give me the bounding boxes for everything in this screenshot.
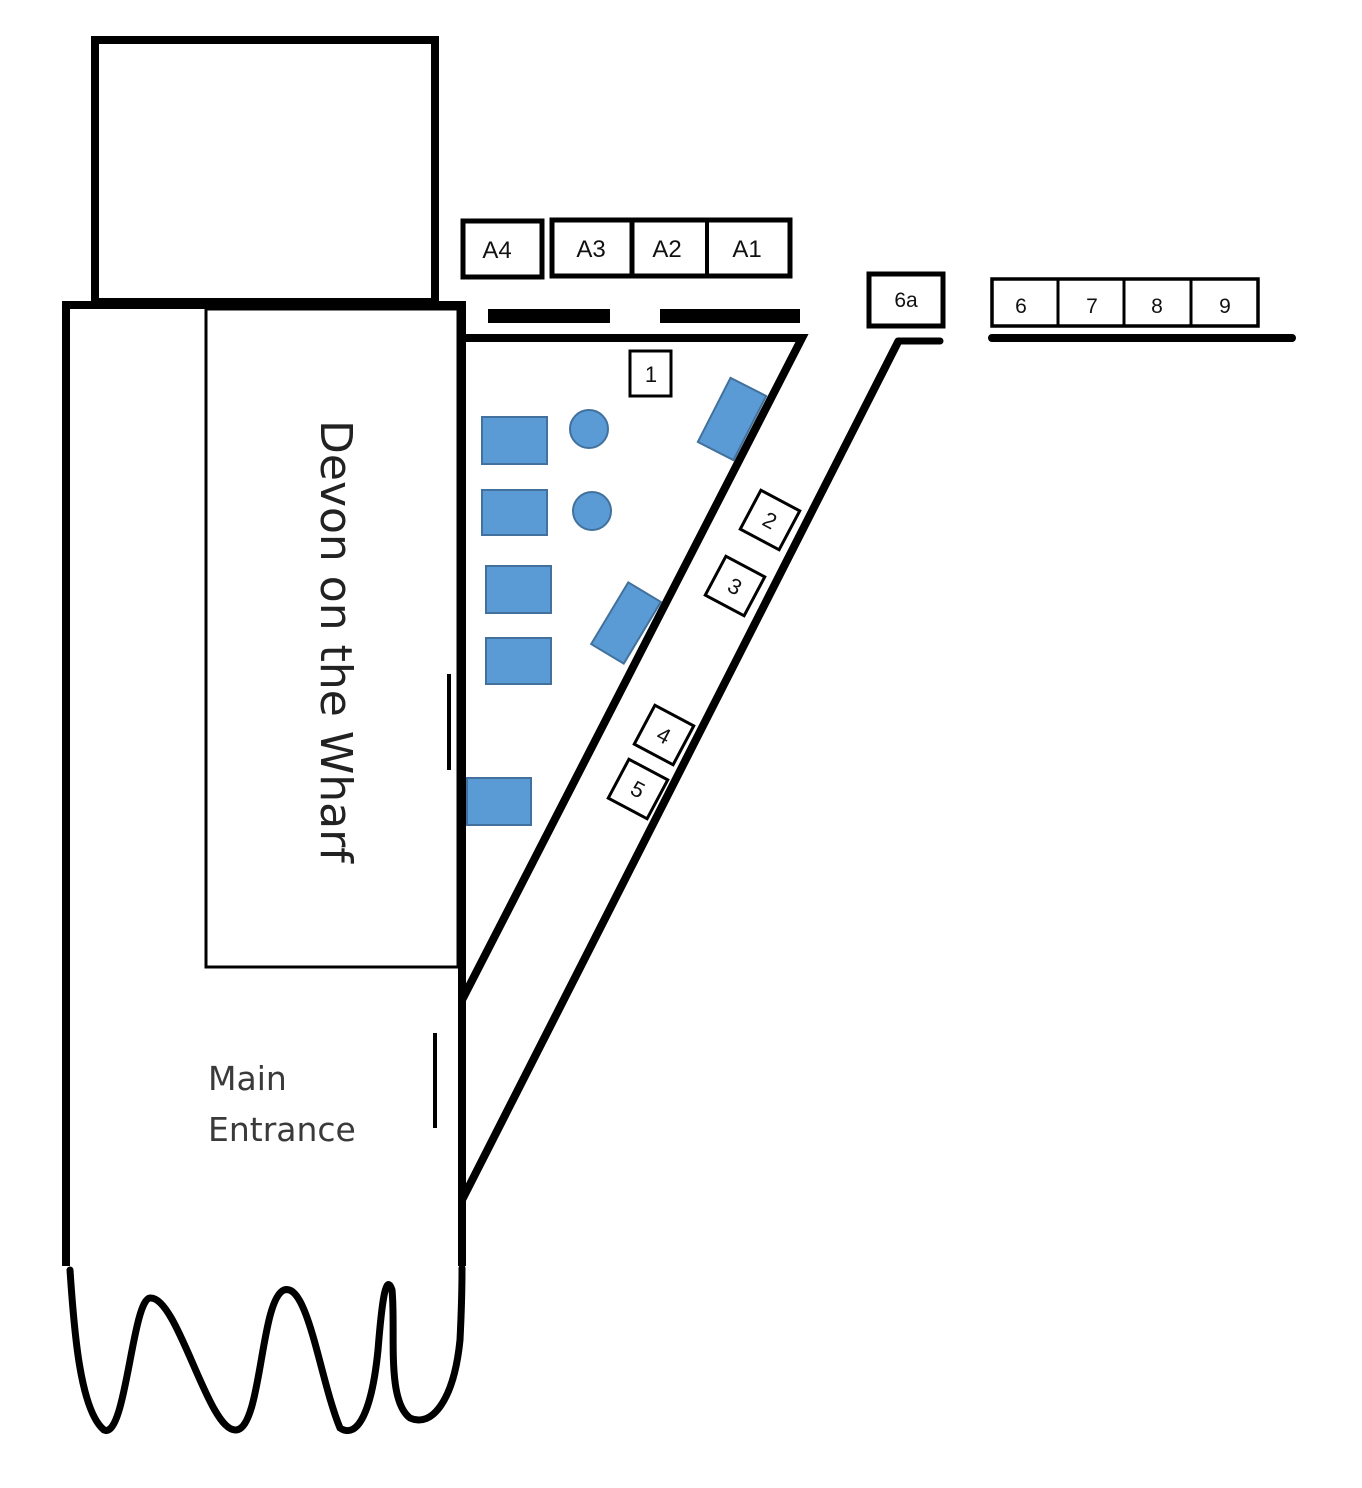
stall-1: 1 xyxy=(628,349,673,398)
stall-a4-label: A4 xyxy=(482,237,511,264)
stall-6-label: 6 xyxy=(1015,295,1027,318)
bench xyxy=(589,580,663,666)
entrance-label-line1: Main xyxy=(208,1059,287,1098)
table xyxy=(485,565,552,614)
stall-8-label: 8 xyxy=(1151,295,1163,318)
stall-row-6-9: 6 7 8 9 xyxy=(990,277,1260,328)
stall-5: 5 xyxy=(606,757,670,821)
round-table xyxy=(569,409,609,449)
stall-2: 2 xyxy=(738,488,802,552)
stall-3: 3 xyxy=(703,554,767,618)
rear-annex xyxy=(91,36,439,306)
stall-a3-label: A3 xyxy=(576,236,605,263)
table xyxy=(481,416,548,465)
stall-a2-label: A2 xyxy=(652,236,681,263)
bench xyxy=(696,376,768,462)
round-table xyxy=(572,491,612,531)
stall-a1-label: A1 xyxy=(732,236,761,263)
stall-4: 4 xyxy=(632,703,696,767)
stall-6a-label: 6a xyxy=(894,289,918,312)
courtyard-triangle xyxy=(458,334,809,1004)
stall-1-label: 1 xyxy=(645,362,657,387)
wavy-edge xyxy=(66,1264,466,1434)
entrance-label-line2: Entrance xyxy=(208,1110,356,1149)
stall-7-label: 7 xyxy=(1086,295,1098,318)
stall-9-label: 9 xyxy=(1219,295,1231,318)
building xyxy=(62,36,466,1434)
devon-on-the-wharf-room xyxy=(204,307,460,969)
table xyxy=(481,489,548,536)
stall-group-a: A3 A2 A1 xyxy=(549,217,793,279)
courtyard-furniture xyxy=(466,376,768,826)
stall-a4: A4 xyxy=(460,218,545,280)
stall-6a: 6a xyxy=(866,271,946,329)
building-left-wall xyxy=(62,301,466,1266)
courtyard xyxy=(458,309,1296,1204)
walkway-outer-edge xyxy=(458,338,902,1204)
table xyxy=(466,777,532,826)
table xyxy=(485,637,552,685)
venue-label: Devon on the Wharf xyxy=(310,420,361,864)
